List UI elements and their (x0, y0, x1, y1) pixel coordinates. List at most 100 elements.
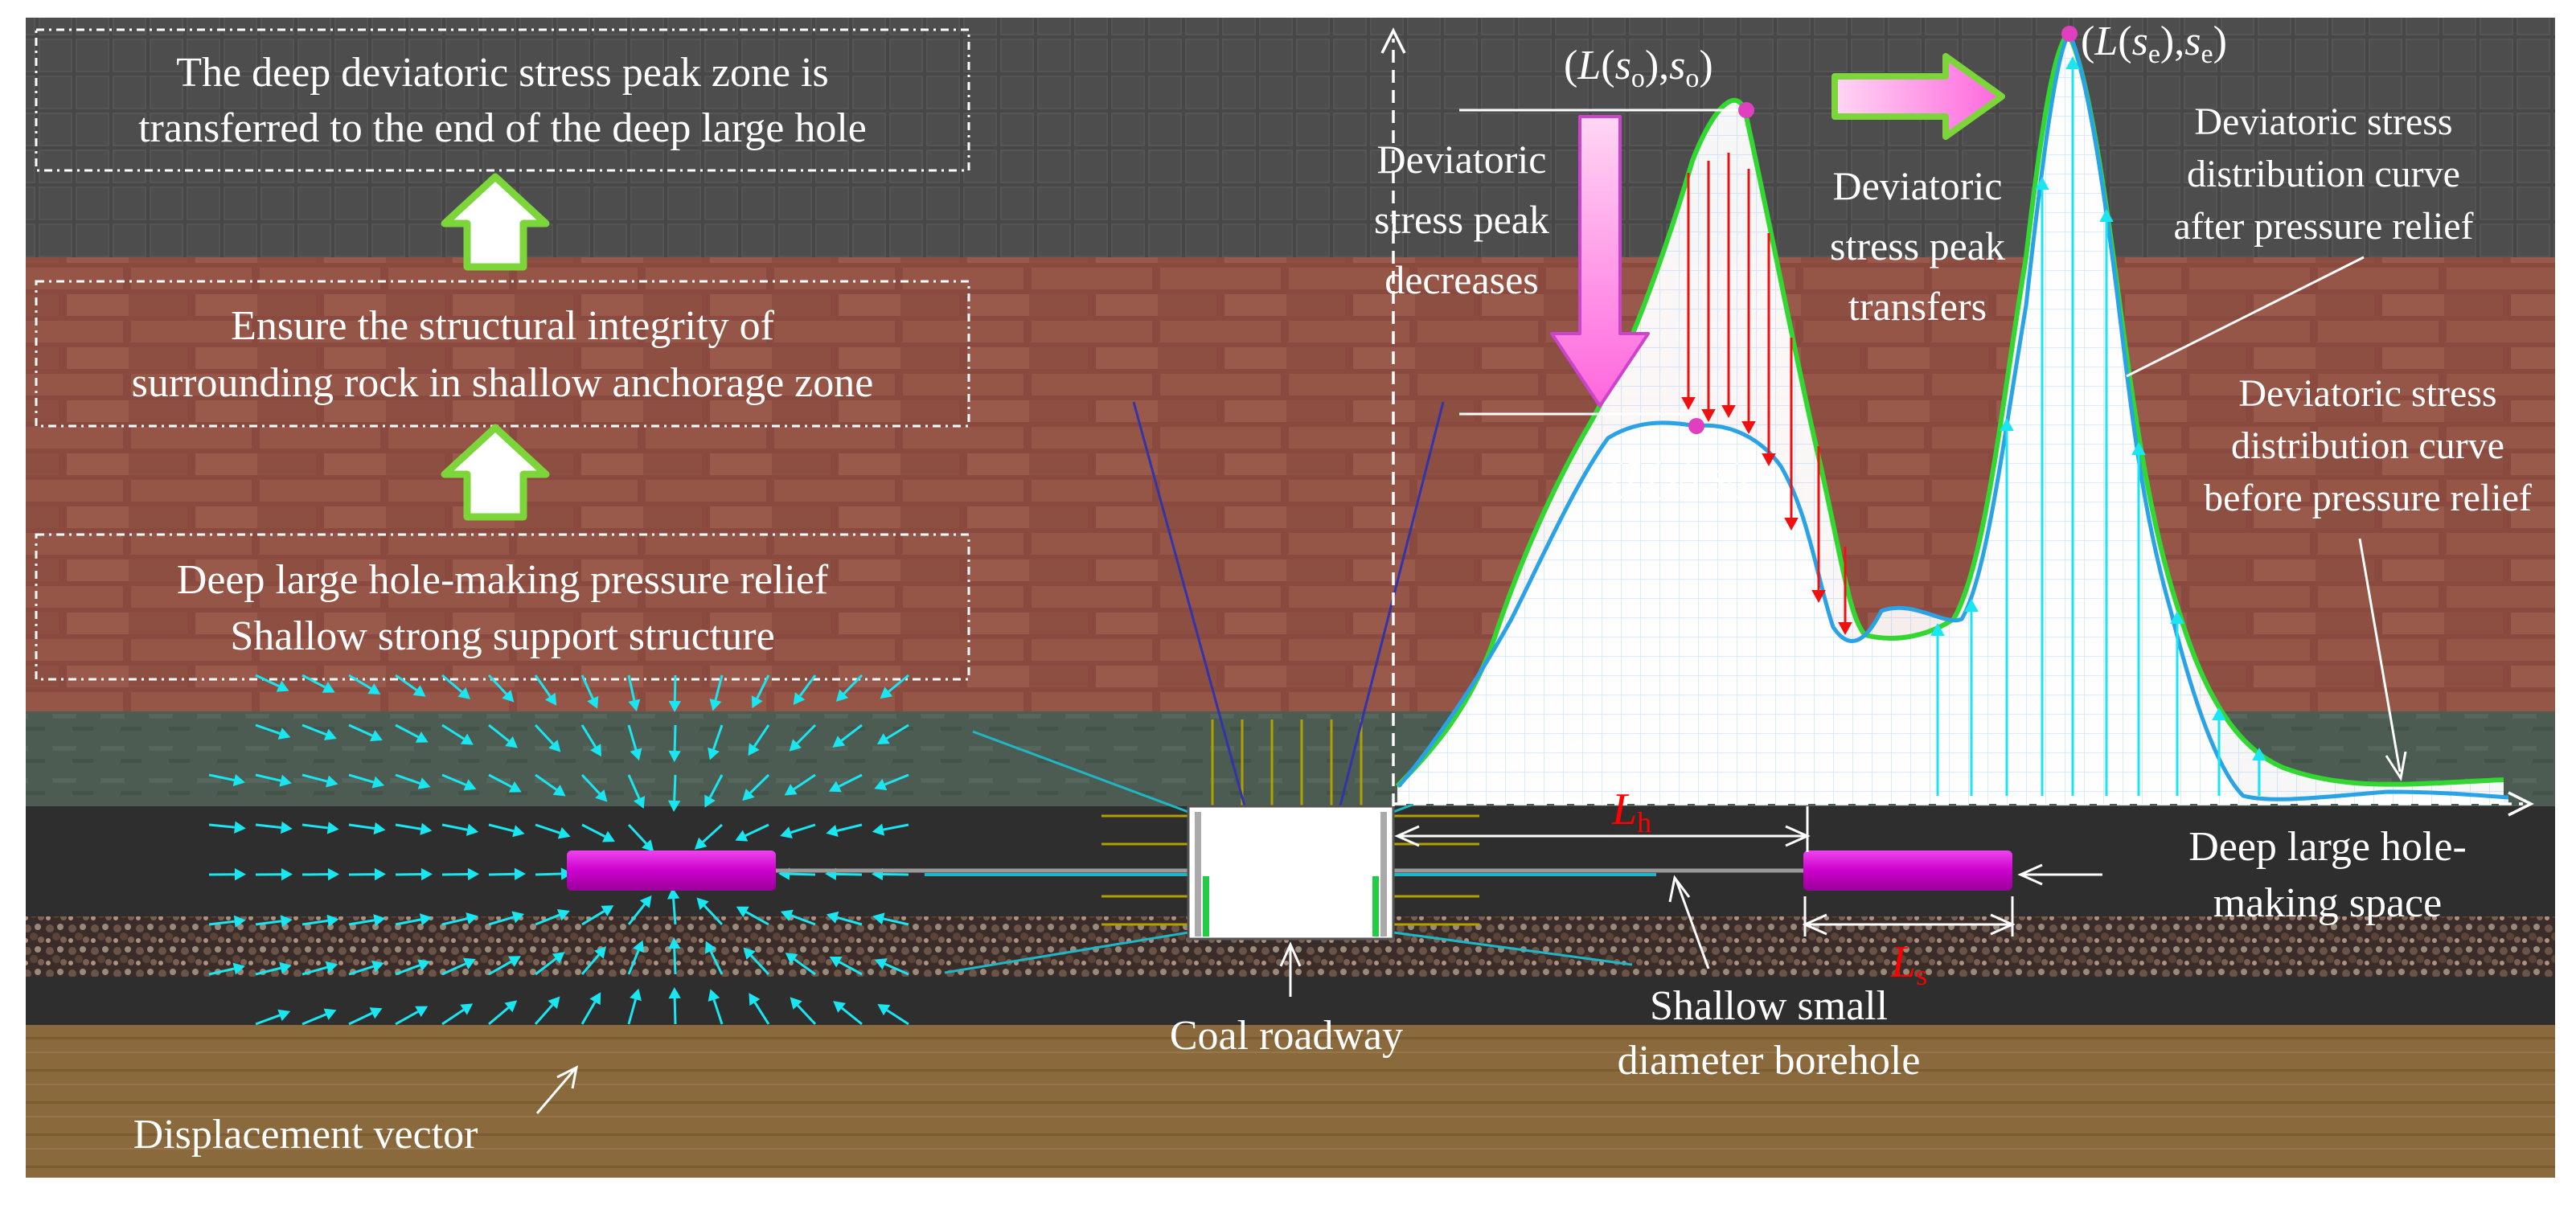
displacement-vector-head (708, 989, 720, 1002)
displacement-vector-shaft (395, 1010, 419, 1026)
roadway-prop-left (1203, 876, 1209, 937)
displacement-vector-head (633, 940, 645, 953)
displacement-vector-head (412, 685, 426, 697)
displacement-vector-head (508, 956, 521, 967)
displacement-vector-shaft (348, 1011, 373, 1026)
displacement-vector-head (874, 958, 888, 970)
label-shallow-borehole-line2: diameter borehole (1618, 1038, 1921, 1084)
displacement-vector-head (748, 743, 760, 756)
displacement-vector-shaft (534, 1004, 554, 1025)
svg-text:after pressure relief: after pressure relief (2173, 205, 2473, 248)
displacement-vector-shaft (301, 723, 327, 736)
displacement-vector-shaft (627, 823, 647, 845)
displacement-vector-head (279, 961, 292, 974)
displacement-vector-shaft (882, 872, 909, 876)
info-top-line2: transferred to the end of the deep large… (138, 105, 867, 151)
label-peak-transfers: Deviatoric stress peak transfers (1830, 163, 2005, 329)
displacement-vector-shaft (745, 911, 769, 926)
stress-decrease-arrow-head (1784, 518, 1799, 531)
displacement-vector-head (512, 825, 525, 838)
displacement-vector-head (780, 909, 794, 921)
displacement-vector-shaft (627, 949, 640, 975)
displacement-vector-shaft (348, 773, 375, 784)
displacement-vector-shaft (580, 724, 597, 748)
displacement-vector-shaft (840, 723, 863, 742)
displacement-vector-shaft (208, 920, 235, 926)
displacement-vector-shaft (580, 773, 601, 795)
displacement-vector-head (327, 867, 339, 881)
displacement-vector-shaft (885, 723, 909, 740)
displacement-vector-shaft (883, 823, 909, 831)
displacement-vector-head (601, 905, 614, 917)
soil-stratum (26, 1025, 2555, 1178)
displacement-vector-shaft (627, 674, 636, 701)
displacement-vector-head (642, 839, 654, 852)
displacement-vector-head (668, 987, 681, 999)
deep-hole-left (567, 850, 776, 891)
info-middle-line2: surrounding rock in shallow anchorage zo… (132, 360, 874, 406)
displacement-vector-head (234, 868, 246, 881)
displacement-vector-shaft (753, 1002, 770, 1025)
displacement-vector-shaft (441, 962, 466, 976)
stress-decrease-arrow-head (1741, 421, 1756, 434)
displacement-vector-head (705, 941, 716, 954)
displacement-vector-shaft (255, 920, 281, 926)
displacement-vector-shaft (884, 773, 909, 786)
deep-hole-right (1803, 850, 2012, 891)
stress-decrease-arrows (1681, 153, 1852, 635)
label-shallow-borehole-line1: Shallow small (1650, 983, 1888, 1029)
displacement-vector-shaft (441, 1008, 465, 1026)
displacement-vector-shaft (488, 723, 510, 743)
displacement-vector-head (544, 692, 557, 706)
displacement-vector-head (793, 692, 806, 706)
svg-text:stress peak: stress peak (1830, 223, 2005, 268)
coal-roadway (1187, 805, 1395, 941)
peak-transfer-arrow (1832, 53, 2005, 140)
svg-text:distribution curve: distribution curve (2187, 153, 2460, 195)
svg-text:Deviatoric: Deviatoric (1376, 137, 1546, 182)
peak-decrease-arrow (1550, 115, 1650, 408)
displacement-vector-shaft (883, 917, 909, 926)
displacement-vector-head (709, 699, 722, 711)
displacement-vector-shaft (884, 962, 909, 976)
displacement-vector-shaft (488, 1006, 510, 1026)
stress-increase-arrow-head (2212, 707, 2226, 720)
displacement-vector-shaft (627, 774, 641, 799)
displacement-vector-head (589, 992, 601, 1006)
displacement-vector-head (696, 897, 709, 910)
displacement-vector-head (560, 867, 572, 880)
displacement-vector-head (371, 960, 384, 973)
displacement-vector-head (233, 915, 246, 928)
displacement-vector-shaft (794, 958, 816, 976)
peak-marker-original (1738, 102, 1754, 118)
roadway-prop-right (1372, 876, 1379, 937)
displacement-vector-head (826, 911, 839, 924)
displacement-vector-shaft (255, 1014, 281, 1026)
anchor-cable-downleft (944, 931, 1189, 974)
displacement-vector-shaft (627, 998, 638, 1025)
stress-increase-arrow-head (2131, 442, 2146, 455)
displacement-vector-shaft (441, 917, 468, 926)
displacement-vector-shaft (627, 724, 638, 751)
displacement-vector-shaft (395, 964, 420, 976)
displacement-vector-head (373, 822, 386, 835)
displacement-vector-head (743, 947, 756, 960)
displacement-vector-head (325, 961, 338, 973)
displacement-vector-shaft (487, 674, 507, 695)
stress-increase-arrow-head (1964, 599, 1979, 612)
displacement-vector-head (234, 821, 246, 834)
displacement-vector-shaft (790, 823, 816, 834)
stress-increase-arrow-head (2035, 177, 2049, 190)
displacement-vector-head (323, 728, 337, 740)
displacement-vector-head (835, 689, 849, 702)
stress-decrease-arrow-head (1701, 409, 1716, 422)
displacement-vector-shaft (841, 1006, 863, 1026)
displacement-vector-shaft (797, 1004, 817, 1026)
displacement-vector-shaft (580, 953, 601, 975)
displacement-vector-head (790, 997, 802, 1010)
info-bottom-line1: Deep large hole-making pressure relief (177, 557, 829, 603)
displacement-vector-shaft (535, 913, 560, 926)
stress-decrease-arrow-head (1811, 590, 1826, 603)
displacement-vector-head (326, 822, 339, 834)
displacement-vector-shaft (208, 823, 235, 829)
